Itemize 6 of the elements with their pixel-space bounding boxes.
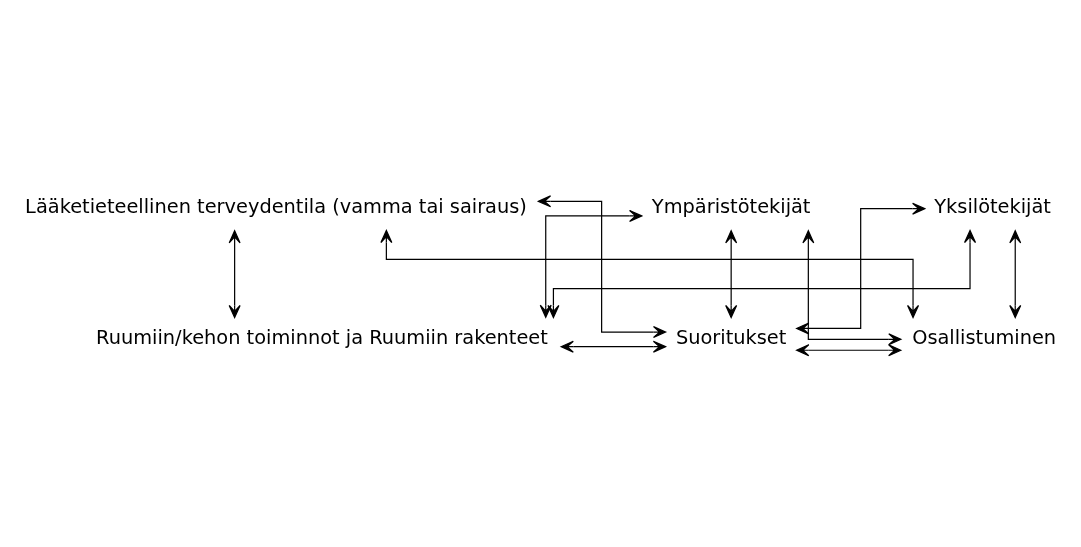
node-text: Lääketieteellinen terveydentila (vamma tai sairaus) — [25, 194, 527, 218]
node-text: Ympäristötekijät — [651, 194, 811, 218]
node-text: Suoritukset — [675, 325, 787, 349]
node-text: Ruumiin/kehon toiminnot ja Ruumiin rakenteet — [96, 325, 548, 349]
node-text: Osallistuminen — [912, 325, 1057, 349]
node-text: Yksilötekijät — [934, 194, 1051, 218]
